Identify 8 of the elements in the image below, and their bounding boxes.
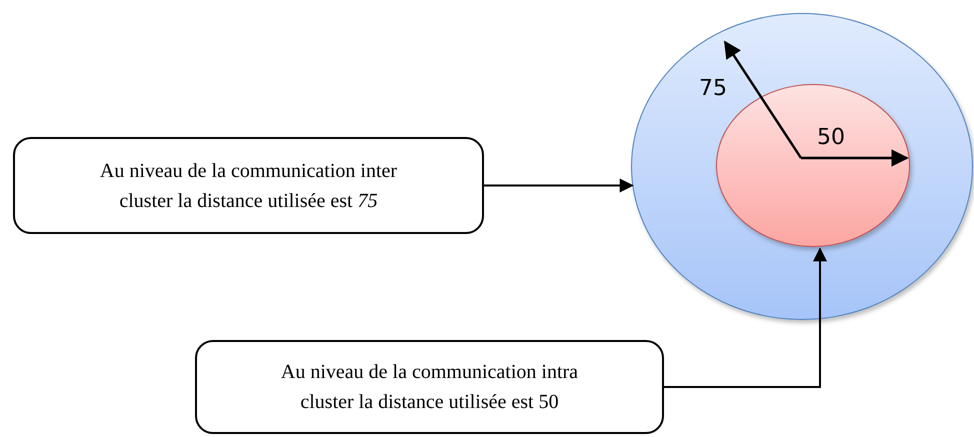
dimension-label: 50 (817, 125, 845, 150)
callout-box (13, 137, 484, 234)
dimension-label: 75 (699, 76, 727, 101)
arrow (484, 178, 634, 192)
arrow (664, 247, 827, 388)
callout-text: Au niveau de la communication inter cluster la distance utilisée est 75 (98, 158, 398, 214)
callout-text: Au niveau de la communication intra cluster la distance utilisée est 50 (280, 360, 580, 415)
callout-box (195, 340, 664, 434)
